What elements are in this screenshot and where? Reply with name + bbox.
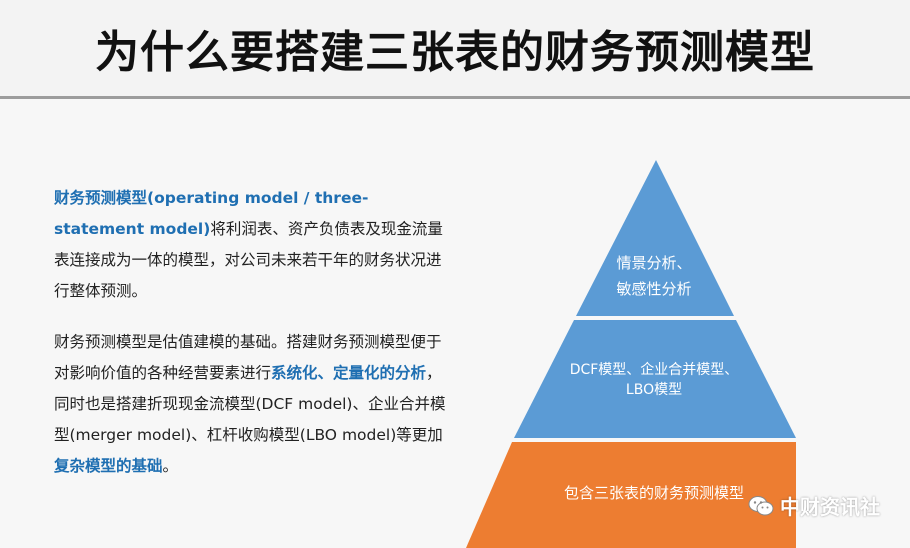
watermark: 中财资讯社 <box>748 491 880 520</box>
paragraph-2-highlight-2: 复杂模型的基础 <box>54 457 163 475</box>
paragraph-1-text: 将利润表、资产负债表及现金流量表连接成为一体的模型，对公司未来若干年的财务状况进… <box>54 220 443 300</box>
pyramid-bottom-tier <box>466 442 796 548</box>
paragraph-2-part2: ，同时也是搭建折现现金流模型(DCF model)、企业合并模型(merger … <box>54 364 446 444</box>
paragraph-2: 财务预测模型是估值建模的基础。搭建财务预测模型便于对影响价值的各种经营要素进行系… <box>54 327 454 482</box>
pyramid-middle-label-1: DCF模型、企业合并模型、 <box>570 361 739 378</box>
paragraph-2-part3: 。 <box>162 457 179 475</box>
wechat-icon <box>748 495 774 515</box>
pyramid-bottom-label: 包含三张表的财务预测模型 <box>564 484 744 502</box>
description-text: 财务预测模型(operating model / three-statement… <box>54 183 454 482</box>
title-divider <box>0 96 910 99</box>
pyramid-middle-label-2: LBO模型 <box>626 382 682 398</box>
pyramid-top-tier <box>576 160 734 316</box>
pyramid-diagram: 情景分析、 敏感性分析 DCF模型、企业合并模型、 LBO模型 包含三张表的财务… <box>466 160 796 548</box>
paragraph-1-highlight: 财务预测模型(operating model / three-statement… <box>54 189 369 238</box>
title-bar: 为什么要搭建三张表的财务预测模型 <box>0 0 910 96</box>
pyramid-top-label-1: 情景分析、 <box>616 254 691 272</box>
paragraph-2-highlight-1: 系统化、定量化的分析 <box>271 364 427 382</box>
watermark-text: 中财资讯社 <box>780 495 880 519</box>
page-title: 为什么要搭建三张表的财务预测模型 <box>95 27 815 78</box>
paragraph-1: 财务预测模型(operating model / three-statement… <box>54 183 454 307</box>
pyramid-middle-tier <box>514 320 796 438</box>
pyramid-top-label-2: 敏感性分析 <box>616 280 691 298</box>
paragraph-2-part1: 财务预测模型是估值建模的基础。搭建财务预测模型便于对影响价值的各种经营要素进行 <box>54 333 442 382</box>
